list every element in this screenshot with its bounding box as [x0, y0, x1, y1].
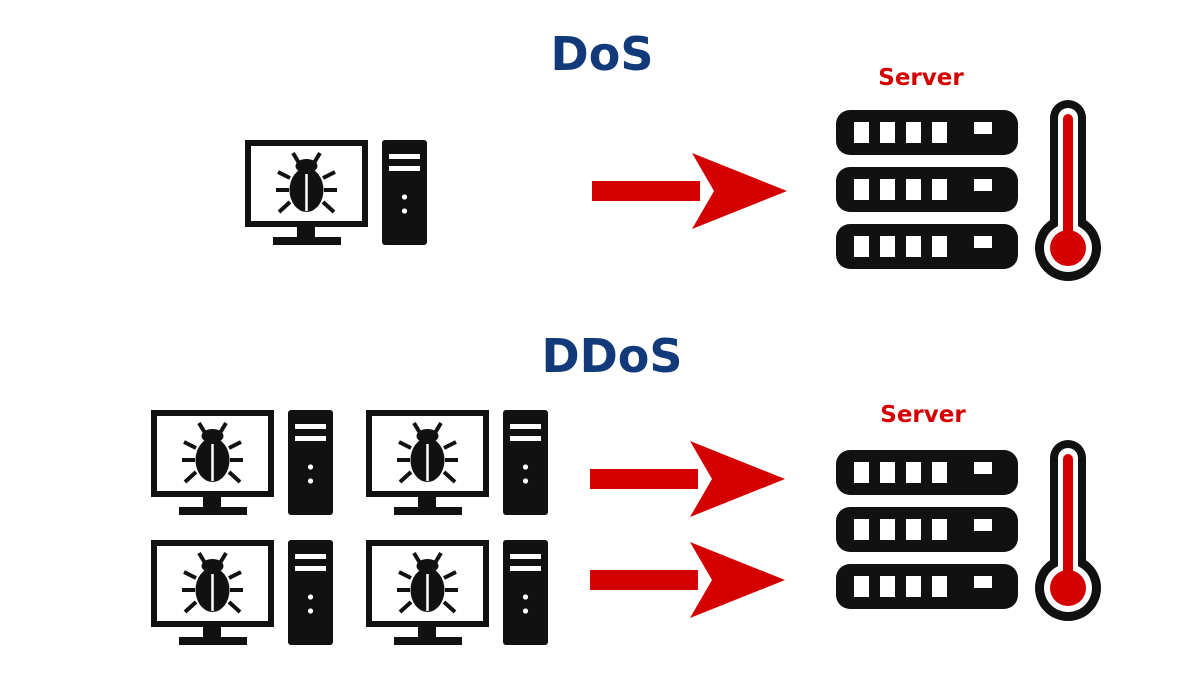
ddos-title: DDoS — [541, 329, 682, 383]
server-rack-icon — [836, 110, 1018, 269]
attacker-computer-icon — [248, 140, 427, 245]
server-rack-icon — [836, 450, 1018, 609]
ddos-server-label: Server — [880, 402, 966, 428]
red-arrow-icon — [592, 153, 787, 229]
attacker-computer-icon — [369, 410, 548, 515]
attacker-computer-icon — [154, 410, 333, 515]
attacker-computer-icon — [369, 540, 548, 645]
dos-title: DoS — [551, 27, 654, 81]
red-arrow-icon — [590, 542, 785, 618]
dos-server-label: Server — [878, 65, 964, 91]
thermometer-icon — [1035, 440, 1101, 621]
attacker-computer-icon — [154, 540, 333, 645]
thermometer-icon — [1035, 100, 1101, 281]
red-arrow-icon — [590, 441, 785, 517]
